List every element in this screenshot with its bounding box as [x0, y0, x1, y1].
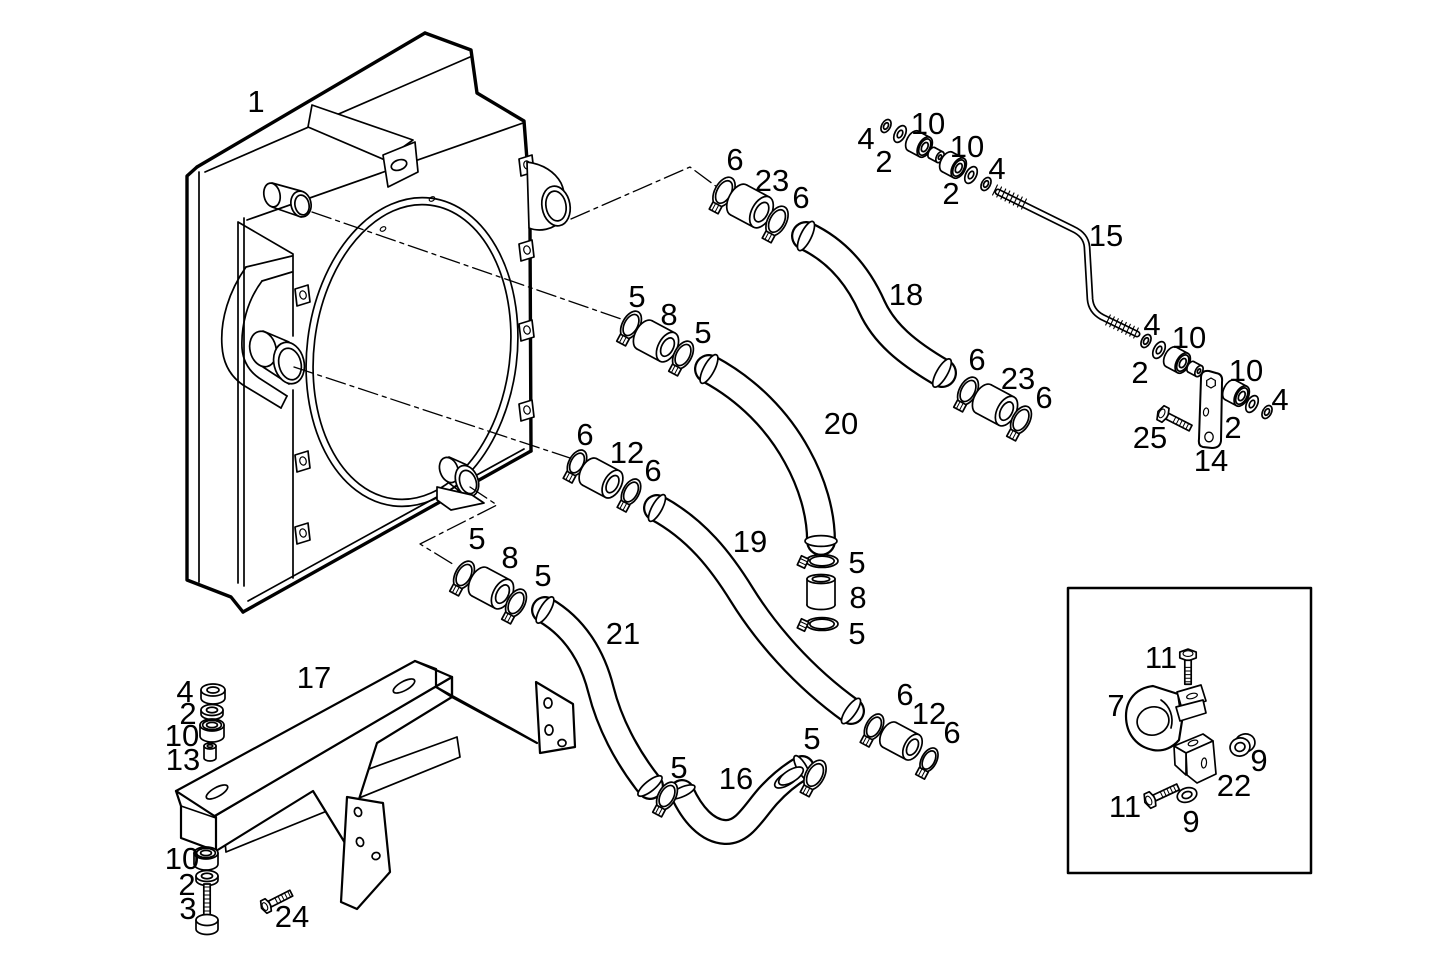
part-callout-20: 20 — [824, 406, 858, 441]
part-callout-5: 5 — [628, 279, 645, 314]
part-callout-4: 4 — [1143, 307, 1160, 342]
part-callout-8: 8 — [501, 540, 518, 575]
clamps-and-sleeves — [448, 176, 1033, 818]
part-callout-22: 22 — [1217, 768, 1251, 803]
part-callout-11: 11 — [1109, 789, 1141, 824]
part-callout-5: 5 — [848, 545, 865, 580]
part-callout-6: 6 — [726, 142, 743, 177]
part-callout-6: 6 — [943, 715, 960, 750]
hoses — [531, 220, 957, 845]
part-callout-5: 5 — [534, 558, 551, 593]
part-callout-8: 8 — [849, 580, 866, 615]
part-callout-6: 6 — [1035, 380, 1052, 415]
part-callout-25: 25 — [1133, 420, 1167, 455]
part-callout-16: 16 — [719, 761, 753, 796]
part-callout-2: 2 — [1131, 355, 1148, 390]
part-callout-12: 12 — [610, 435, 644, 470]
part-callout-5: 5 — [694, 315, 711, 350]
radiator-assembly — [185, 31, 572, 614]
part-callout-21: 21 — [606, 616, 640, 651]
part-callout-24: 24 — [275, 899, 309, 934]
part-callout-10: 10 — [950, 129, 984, 164]
part-callout-6: 6 — [644, 453, 661, 488]
part-callout-5: 5 — [803, 721, 820, 756]
part-callout-5: 5 — [848, 616, 865, 651]
part-callout-10: 10 — [165, 718, 199, 753]
part-callout-6: 6 — [792, 180, 809, 215]
part-callout-2: 2 — [178, 867, 195, 902]
part-callout-13: 13 — [166, 742, 200, 777]
part-callout-10: 10 — [165, 841, 199, 876]
part-callout-15: 15 — [1089, 218, 1123, 253]
centerlines — [293, 166, 718, 567]
part-callout-6: 6 — [968, 342, 985, 377]
part-callout-19: 19 — [733, 524, 767, 559]
part-callout-17: 17 — [297, 660, 331, 695]
part-callout-2: 2 — [942, 176, 959, 211]
part-callout-10: 10 — [1229, 353, 1263, 388]
part-callout-4: 4 — [1271, 382, 1288, 417]
part-callout-4: 4 — [857, 121, 874, 156]
part-callout-4: 4 — [988, 151, 1005, 186]
part-callout-12: 12 — [912, 696, 946, 731]
part-callout-2: 2 — [179, 696, 196, 731]
part-callout-7: 7 — [1107, 688, 1124, 723]
part-callout-8: 8 — [660, 297, 677, 332]
part-callout-9: 9 — [1182, 804, 1199, 839]
part-callout-18: 18 — [889, 277, 923, 312]
part-callout-1: 1 — [247, 84, 264, 119]
part-callout-6: 6 — [896, 677, 913, 712]
inset-detail-box — [1066, 586, 1313, 875]
part-callout-14: 14 — [1194, 443, 1228, 478]
part-callout-11: 11 — [1145, 640, 1177, 675]
part-callout-10: 10 — [1172, 320, 1206, 355]
part-callout-4: 4 — [176, 674, 193, 709]
part-callout-23: 23 — [1001, 361, 1035, 396]
part-callout-10: 10 — [911, 106, 945, 141]
part-callout-2: 2 — [1224, 410, 1241, 445]
part-callout-23: 23 — [755, 163, 789, 198]
support-bracket-17 — [174, 659, 577, 911]
part-callout-2: 2 — [875, 144, 892, 179]
part-callout-6: 6 — [576, 417, 593, 452]
part-callout-3: 3 — [179, 891, 196, 926]
part-callout-9: 9 — [1250, 743, 1267, 778]
part-callout-5: 5 — [670, 750, 687, 785]
part-callout-5: 5 — [468, 521, 485, 556]
fasteners-and-pipe — [193, 118, 1273, 936]
